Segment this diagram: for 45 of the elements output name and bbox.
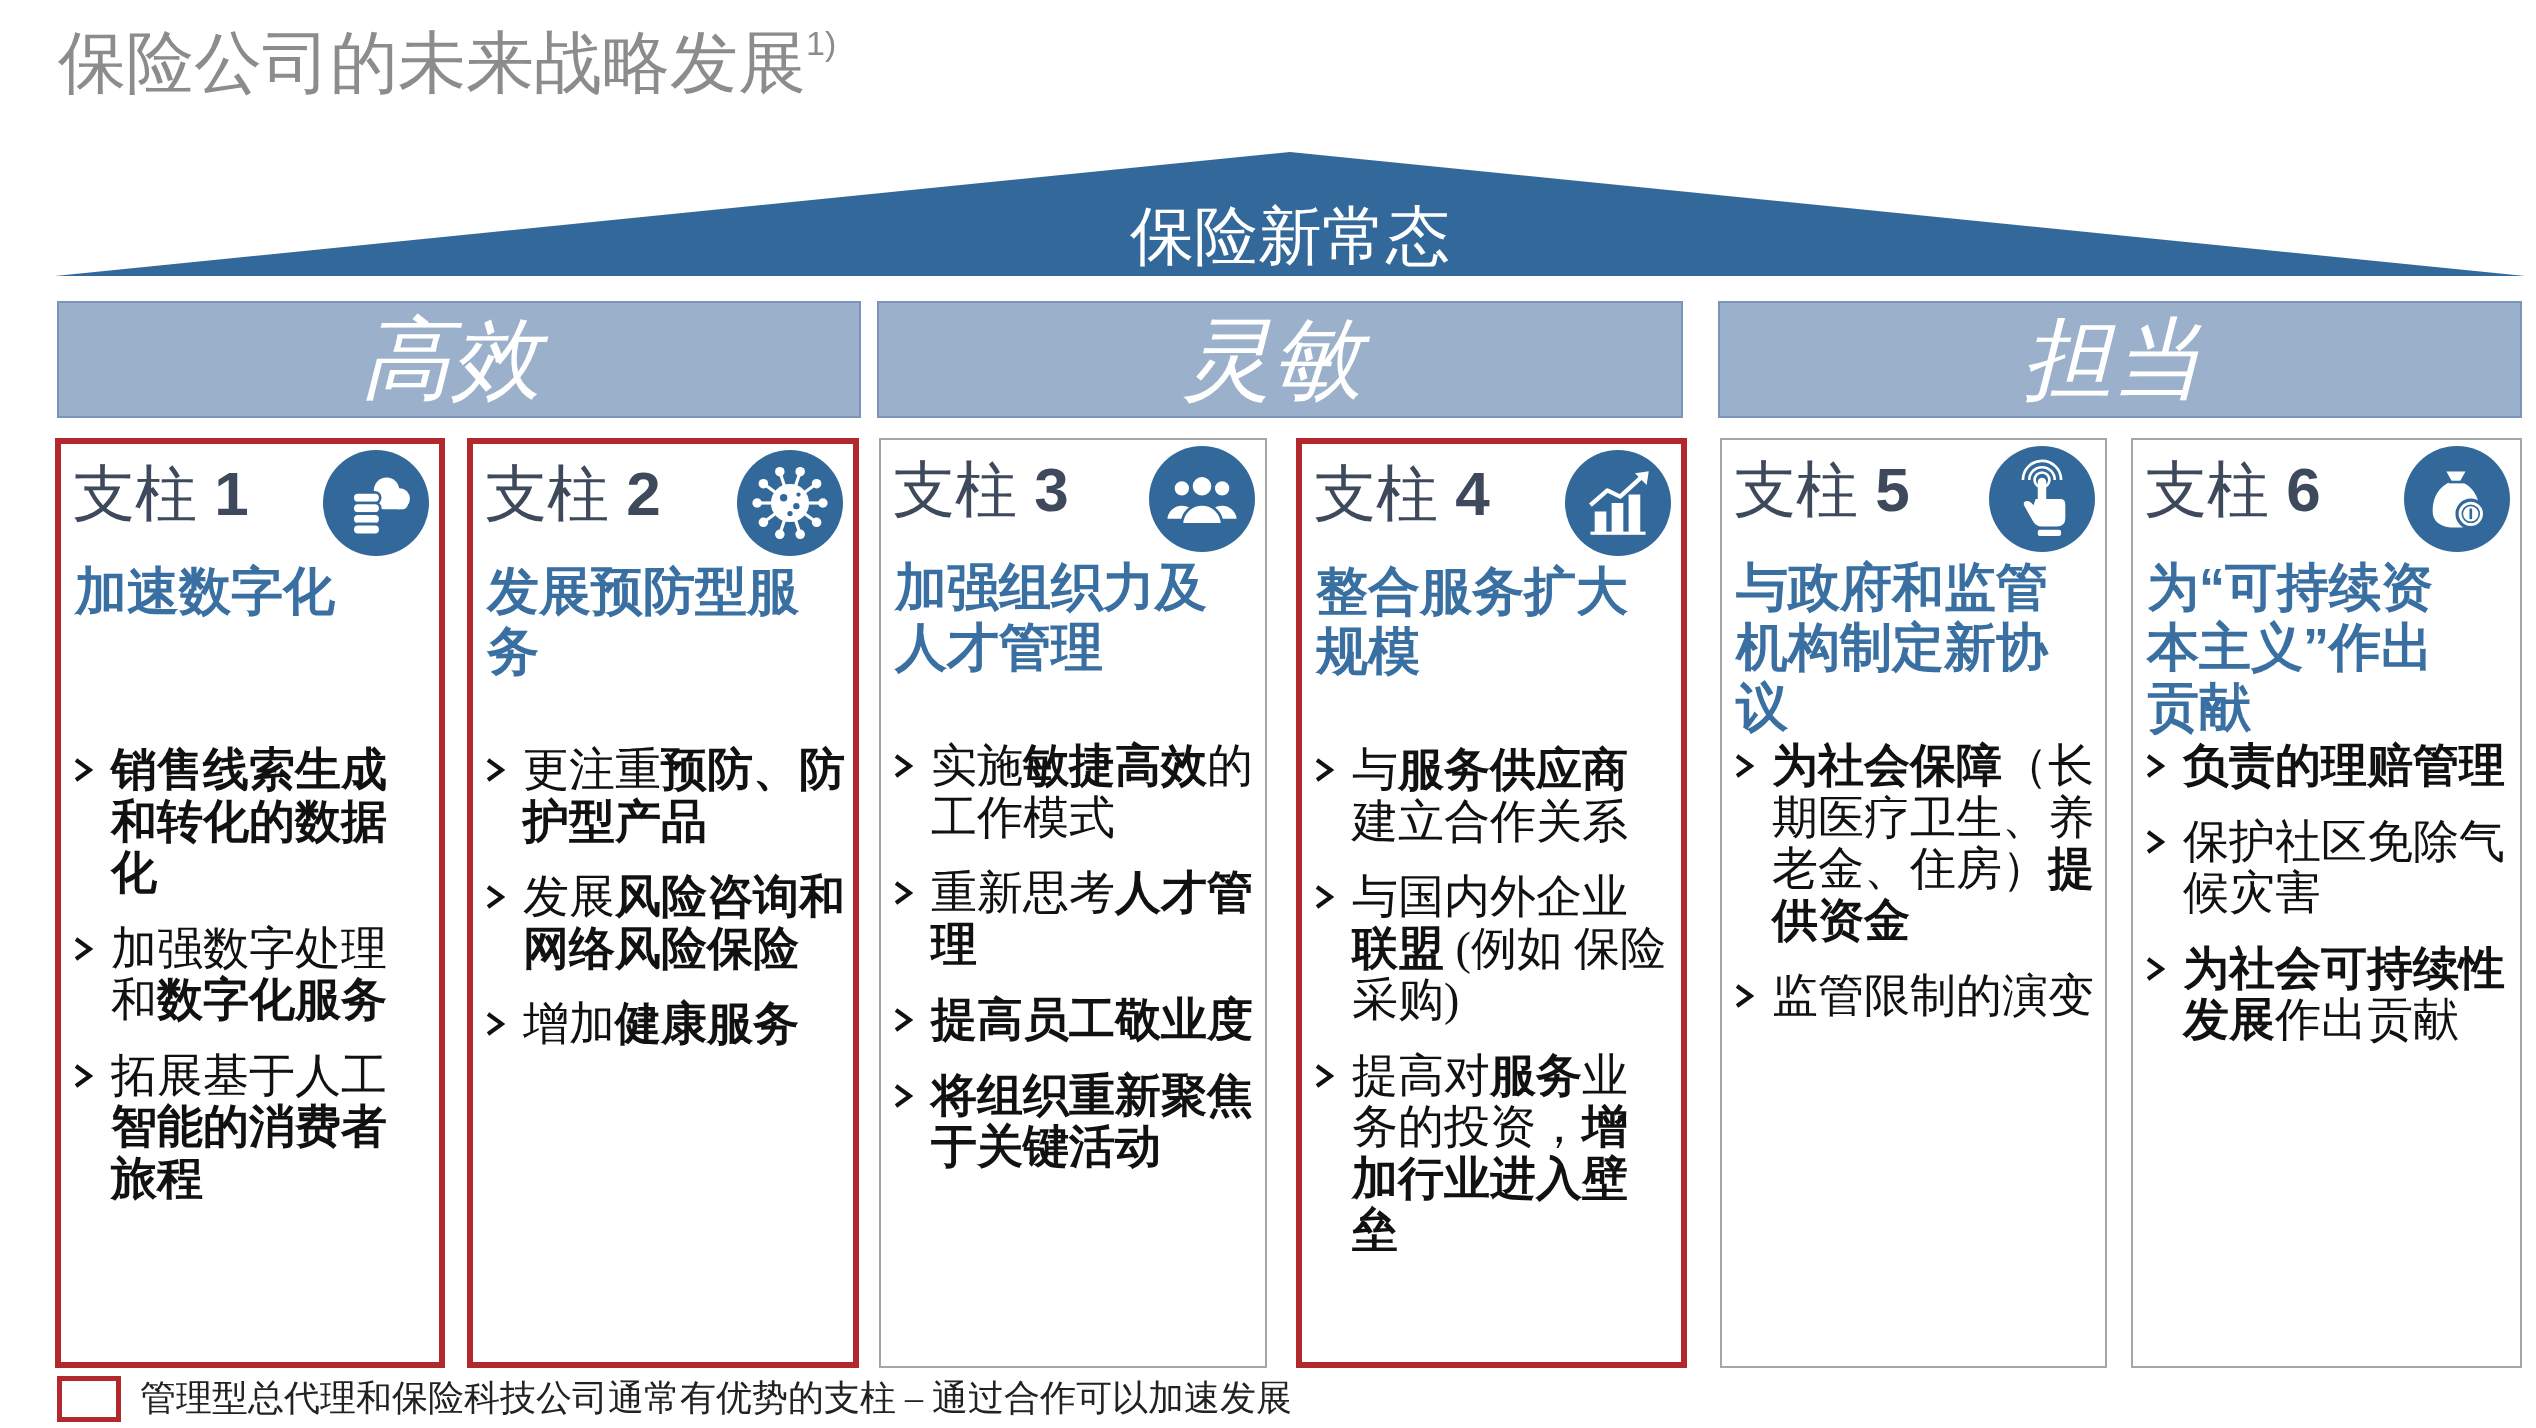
- bullet-text: 监管限制的演变: [1772, 970, 2095, 1022]
- pillar-number: 支柱 2: [485, 458, 661, 530]
- pillar-card: [55, 438, 445, 1368]
- bullet-text: 增加健康服务: [523, 998, 800, 1050]
- roof-title: 保险新常态: [1130, 201, 1450, 272]
- pillar-card: [467, 438, 859, 1368]
- band-title: 灵敏: [1172, 305, 1388, 414]
- pillar-card: [2131, 438, 2522, 1368]
- bullet-text: 提高员工敬业度: [931, 994, 1254, 1046]
- pillar-number: 支柱 1: [73, 458, 249, 530]
- pillar-title: 加速数字化: [75, 562, 335, 622]
- pillar-number: 支柱 4: [1314, 458, 1490, 530]
- bullet-text: 实施敏捷高效的工作模式: [931, 740, 1254, 844]
- bullet-text: 更注重预防、防护型产品: [523, 744, 845, 848]
- bullet-text: 与国内外企业联盟 (例如 保险采购): [1352, 871, 1668, 1026]
- category-band: [1718, 301, 2522, 418]
- category-band: [57, 301, 861, 418]
- bullet-text: 提高对服务业务的投资，增加行业进入壁垒: [1352, 1049, 1629, 1256]
- bullet-text: 保护社区免除气候灾害: [2183, 815, 2506, 919]
- pillar-card: [1296, 438, 1687, 1368]
- pillar-title: 加强组织力及人才管理: [895, 558, 1208, 678]
- pillar-title: 发展预防型服务: [487, 562, 800, 682]
- bullet-text: 为社会保障（长期医疗卫生、养老金、住房）提供资金: [1772, 740, 2095, 947]
- pillar-title: 整合服务扩大规模: [1316, 562, 1629, 682]
- bullet-text: 发展风险咨询和网络风险保险: [523, 871, 845, 975]
- legend-text: 管理型总代理和保险科技公司通常有优势的支柱 – 通过合作可以加速发展: [140, 1377, 1292, 1420]
- category-band: [877, 301, 1683, 418]
- band-title: 高效: [351, 305, 567, 414]
- pillar-number: 支柱 3: [893, 454, 1069, 526]
- bullet-text: 负责的理赔管理: [2183, 740, 2506, 792]
- pillar-number: 支柱 5: [1734, 454, 1910, 526]
- pillar-card: [879, 438, 1267, 1368]
- bullet-text: 加强数字处理和数字化服务: [111, 922, 388, 1026]
- bullet-text: 重新思考人才管理: [931, 867, 1254, 971]
- pillar-title: 为“可持续资本主义”作出贡献: [2147, 558, 2434, 738]
- bullet-text: 销售线索生成和转化的数据化: [111, 744, 388, 899]
- pillar-title: 与政府和监管机构制定新协议: [1736, 558, 2050, 738]
- pillar-card: [1720, 438, 2107, 1368]
- bullet-text: 将组织重新聚焦于关键活动: [931, 1069, 1254, 1173]
- pillar-number: 支柱 6: [2145, 454, 2321, 526]
- bullet-text: 为社会可持续性发展作出贡献: [2183, 942, 2506, 1046]
- page-title: 保险公司的未来战略发展$^{1)}$: [58, 24, 837, 103]
- band-title: 担当: [2021, 308, 2203, 411]
- bullet-text: 拓展基于人工智能的消费者旅程: [111, 1049, 388, 1205]
- bullet-text: 与服务供应商建立合作关系: [1352, 744, 1629, 848]
